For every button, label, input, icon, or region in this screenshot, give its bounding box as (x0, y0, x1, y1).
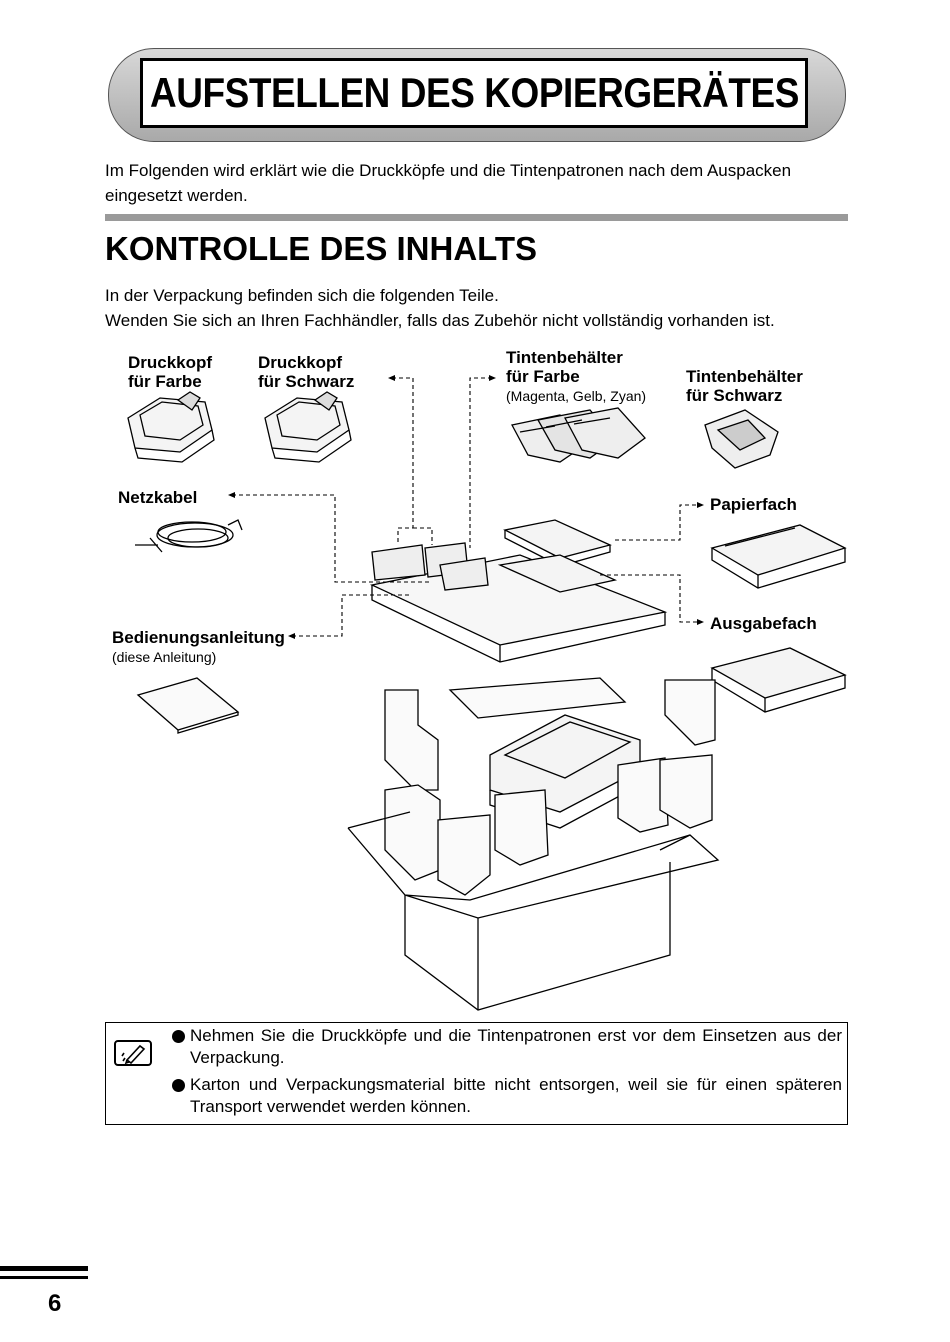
label-tinte-farbe-sub: (Magenta, Gelb, Zyan) (506, 388, 647, 404)
carton-illustration (347, 811, 720, 1011)
paper-tray-illustration (710, 524, 847, 589)
label-druckkopf-schwarz-1: Druckkopf (258, 353, 343, 372)
label-druckkopf-schwarz-2: für Schwarz (258, 372, 355, 391)
section-text: In der Verpackung befinden sich die folg… (105, 283, 850, 333)
printhead-black-illustration (264, 391, 352, 463)
section-text-line-2: Wenden Sie sich an Ihren Fachhändler, fa… (105, 311, 775, 330)
label-netzkabel: Netzkabel (118, 488, 198, 507)
printhead-color-illustration (127, 391, 215, 463)
output-tray-illustration (710, 647, 847, 713)
intro-paragraph: Im Folgenden wird erklärt wie die Druckk… (105, 161, 792, 205)
label-ausgabefach: Ausgabefach (710, 614, 817, 633)
footer-rule-thin (0, 1276, 88, 1279)
label-tinte-schwarz-1: Tintenbehälter (686, 367, 803, 386)
note-item-1: Nehmen Sie die Druckköpfe und die Tinten… (190, 1026, 842, 1067)
label-tinte-schwarz-2: für Schwarz (686, 386, 783, 405)
ink-cartridge-black-illustration (704, 409, 779, 469)
top-packing-tray-illustration (369, 519, 668, 663)
package-contents-illustration (127, 375, 847, 1011)
note-bullet-2 (172, 1079, 185, 1092)
page-title: AUFSTELLEN DES KOPIERGERÄTES (150, 69, 799, 116)
manual-illustration (136, 677, 240, 734)
label-druckkopf-farbe-1: Druckkopf (128, 353, 213, 372)
power-cable-illustration (135, 519, 243, 553)
label-druckkopf-farbe-2: für Farbe (128, 372, 202, 391)
label-bedienungsanleitung: Bedienungsanleitung (112, 628, 285, 647)
title-frame (140, 58, 808, 128)
label-tinte-farbe-2: für Farbe (506, 367, 580, 386)
note-box (105, 1022, 848, 1125)
section-divider (105, 214, 848, 221)
section-text-line-1: In der Verpackung befinden sich die folg… (105, 286, 499, 305)
label-tinte-farbe-1: Tintenbehälter (506, 348, 623, 367)
ink-cartridges-color-illustration (511, 407, 646, 463)
leader-lines (232, 377, 700, 637)
section-title: KONTROLLE DES INHALTS (105, 230, 538, 267)
note-bullet-1 (172, 1030, 185, 1043)
pencil-note-icon (114, 1040, 152, 1066)
leader-arrowheads (228, 375, 704, 639)
label-bedienungsanleitung-sub: (diese Anleitung) (112, 649, 217, 665)
note-item-2: Karton und Verpackungsmaterial bitte nic… (190, 1075, 842, 1116)
foam-packing-illustration (384, 677, 716, 896)
label-papierfach: Papierfach (710, 495, 797, 514)
footer-rule (0, 1266, 88, 1271)
page-number: 6 (48, 1290, 62, 1317)
